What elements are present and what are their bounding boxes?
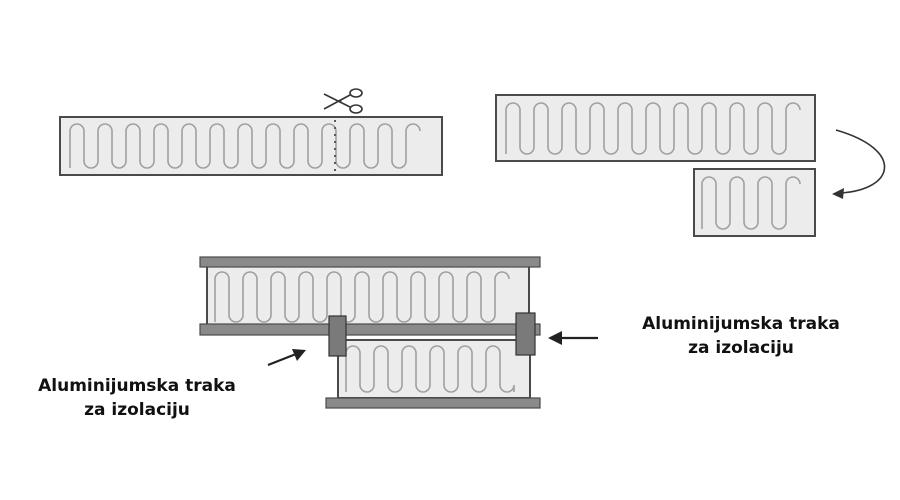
aluminium-tape-top <box>199 256 541 268</box>
heating-cable-serpentine <box>701 176 801 230</box>
heating-mat-full <box>59 116 443 176</box>
aluminium-tape-bottom <box>325 397 541 409</box>
aluminium-tape-clip-left <box>328 315 347 357</box>
label-line-2: za izolaciju <box>688 338 794 358</box>
step-turn-mat <box>495 94 886 237</box>
label-line-1: Aluminijumska traka <box>38 376 236 396</box>
heating-cable-serpentine <box>214 271 510 323</box>
scissors-icon <box>323 88 363 114</box>
step-tape-joint <box>199 256 598 409</box>
heating-mat-upper <box>495 94 816 162</box>
heating-cable-serpentine <box>505 102 801 155</box>
arrow-icon <box>267 349 306 367</box>
aluminium-tape-label-right: Aluminijumska traka za izolaciju <box>610 312 872 360</box>
label-line-1: Aluminijumska traka <box>642 314 840 334</box>
curved-arrow-icon <box>832 129 886 199</box>
step-cut-mat <box>59 88 443 176</box>
label-line-2: za izolaciju <box>84 400 190 420</box>
arrow-icon <box>548 331 598 345</box>
aluminium-tape-label-left: Aluminijumska traka za izolaciju <box>6 374 268 422</box>
heating-cable-serpentine <box>69 123 421 169</box>
heating-mat-lower <box>693 168 816 237</box>
aluminium-tape-clip-right <box>515 312 536 356</box>
aluminium-tape-middle <box>199 323 541 336</box>
heating-cable-serpentine <box>345 345 515 393</box>
